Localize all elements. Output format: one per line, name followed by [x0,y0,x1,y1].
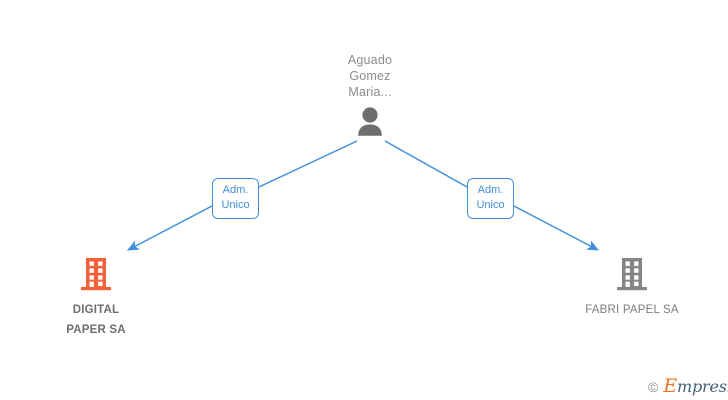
relation-chip-right-line-1: Adm. [477,184,504,196]
person-name-line-3: Maria... [348,85,392,99]
brand-initial: E [663,375,677,397]
edge-right-chip-to-company [513,205,600,251]
edge-left-chip-to-company [126,205,213,251]
relation-chip-left[interactable]: Adm. Unico [212,178,259,219]
brand-rest: mpresia [677,377,728,396]
copyright-symbol: © [648,378,659,395]
relation-chip-left-line-1: Adm. [222,184,249,196]
person-name-line-1: Aguado [347,53,393,67]
relation-chip-right[interactable]: Adm. Unico [467,178,514,219]
brand-wordmark: Empresia [663,377,728,396]
node-company-digital-paper-sa[interactable]: DIGITAL PAPER SA [21,256,171,337]
relation-chip-left-line-2: Unico [221,199,250,211]
edge-root-to-left-chip [258,140,358,188]
building-icon [617,258,647,291]
relation-chip-right-line-2: Unico [476,199,505,211]
company-right-name-line-1: FABRI PAPEL SA [585,304,679,316]
company-left-name-line-2: PAPER SA [66,324,126,336]
person-icon [358,107,382,136]
building-icon [81,258,111,291]
node-company-fabri-papel-sa[interactable]: FABRI PAPEL SA [557,256,707,317]
person-name-line-2: Gomez [349,69,391,83]
node-person-root[interactable]: Aguado Gomez Maria... [305,52,435,136]
watermark-empresia: © Empresia [648,377,728,396]
edge-root-to-right-chip [384,140,468,188]
company-left-name-line-1: DIGITAL [72,304,120,316]
